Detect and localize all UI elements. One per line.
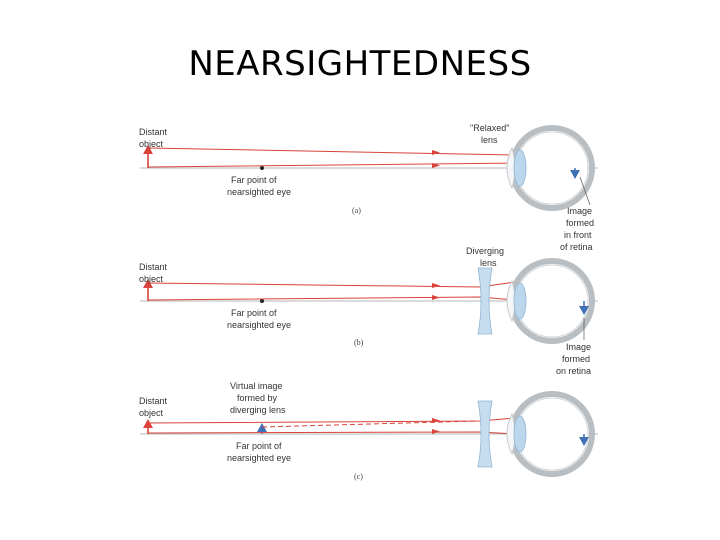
diverging-lens — [477, 400, 493, 468]
object-label-line-1: Distant — [139, 127, 168, 137]
panel-c: Distant object Virtual image formed by d… — [139, 381, 598, 481]
far-point-label-line-2: nearsighted eye — [227, 320, 291, 330]
eye — [506, 125, 595, 211]
far-point-dot — [260, 299, 264, 303]
panel-caption: (b) — [354, 338, 364, 347]
image-label-line-3: in front — [564, 230, 592, 240]
eye-lens — [513, 415, 527, 453]
image-label-line-1: Image — [567, 206, 592, 216]
far-point-label-line-1: Far point of — [231, 175, 277, 185]
eye-lens — [513, 282, 527, 320]
lens-label-line-1: "Relaxed" — [470, 123, 509, 133]
image-arrow — [579, 301, 589, 315]
eye — [506, 258, 595, 344]
object-label-line-2: object — [139, 408, 164, 418]
slide-title: NEARSIGHTEDNESS — [188, 44, 532, 84]
image-label-line-2: formed — [562, 354, 590, 364]
eye-lens — [513, 149, 527, 187]
panel-a: Distant object Far point of nearsighted … — [139, 123, 598, 252]
virtual-image-label-line-1: Virtual image — [230, 381, 282, 391]
far-point-dot — [260, 166, 264, 170]
virtual-image-label-line-3: diverging lens — [230, 405, 286, 415]
panel-caption: (a) — [352, 206, 361, 215]
image-label-line-4: of retina — [560, 242, 593, 252]
image-label-line-3: on retina — [556, 366, 591, 376]
image-arrow — [579, 434, 589, 446]
object-label-line-1: Distant — [139, 396, 168, 406]
far-point-label-line-1: Far point of — [231, 308, 277, 318]
lens-label-line-1: Diverging — [466, 246, 504, 256]
object-arrow — [143, 145, 153, 168]
eye — [506, 391, 595, 477]
lens-label-line-2: lens — [481, 135, 498, 145]
object-arrow — [143, 419, 153, 434]
far-point-label-line-1: Far point of — [236, 441, 282, 451]
far-point-label-line-2: nearsighted eye — [227, 453, 291, 463]
object-label-line-2: object — [139, 274, 164, 284]
virtual-image-label-line-2: formed by — [237, 393, 278, 403]
lens-label-line-2: lens — [480, 258, 497, 268]
image-label-line-1: Image — [566, 342, 591, 352]
panel-b: Distant object Far point of nearsighted … — [139, 246, 598, 376]
image-arrow — [570, 168, 580, 179]
far-point-label-line-2: nearsighted eye — [227, 187, 291, 197]
panel-caption: (c) — [354, 472, 363, 481]
diverging-lens — [477, 267, 493, 335]
object-label-line-2: object — [139, 139, 164, 149]
image-label-line-2: formed — [566, 218, 594, 228]
object-label-line-1: Distant — [139, 262, 168, 272]
